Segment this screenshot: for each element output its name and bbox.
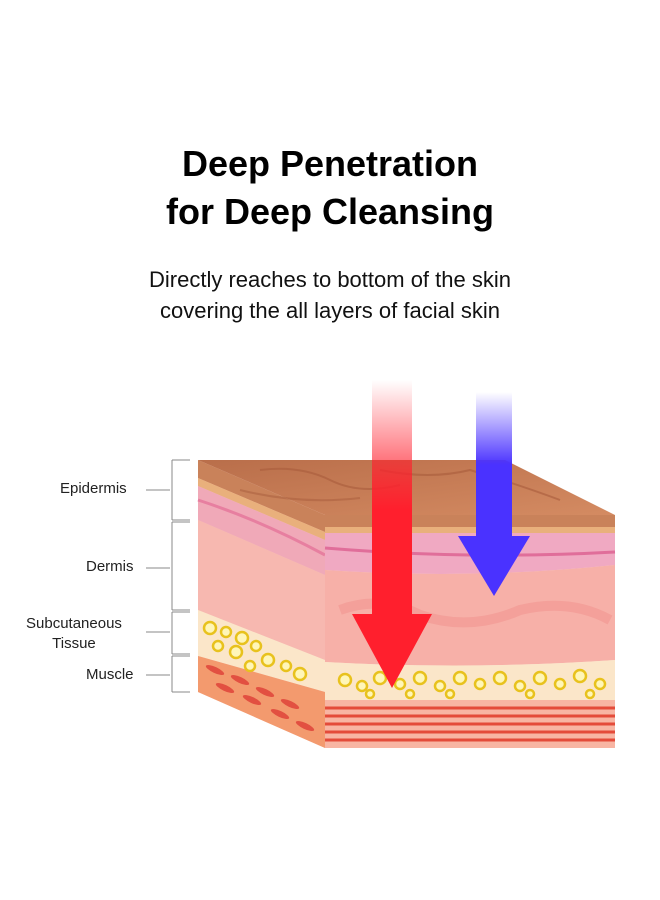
label-muscle: Muscle <box>86 666 134 683</box>
epidermis-layer <box>325 515 615 527</box>
skin-cross-section <box>146 380 616 748</box>
red-arrow <box>352 380 432 688</box>
blue-arrow <box>458 392 530 596</box>
label-brackets <box>146 459 190 693</box>
page-title: Deep Penetration for Deep Cleansing <box>0 140 660 236</box>
label-dermis: Dermis <box>86 558 134 575</box>
page-subtitle: Directly reaches to bottom of the skin c… <box>0 264 660 326</box>
label-epidermis: Epidermis <box>60 480 127 497</box>
title-line-2: for Deep Cleansing <box>165 191 495 232</box>
label-subcutaneous-line-1: Subcutaneous <box>26 615 122 632</box>
skin-layers-diagram: Epidermis Dermis Subcutaneous Tissue Mus… <box>0 370 660 770</box>
label-subcutaneous: Subcutaneous Tissue <box>26 614 122 654</box>
fat-cells <box>202 620 607 700</box>
subtitle-line-2: covering the all layers of facial skin <box>160 298 500 323</box>
muscle-fibers <box>205 664 315 732</box>
label-subcutaneous-line-2: Tissue <box>52 635 96 652</box>
subtitle-line-1: Directly reaches to bottom of the skin <box>149 267 511 292</box>
title-line-1: Deep Penetration <box>181 143 479 184</box>
